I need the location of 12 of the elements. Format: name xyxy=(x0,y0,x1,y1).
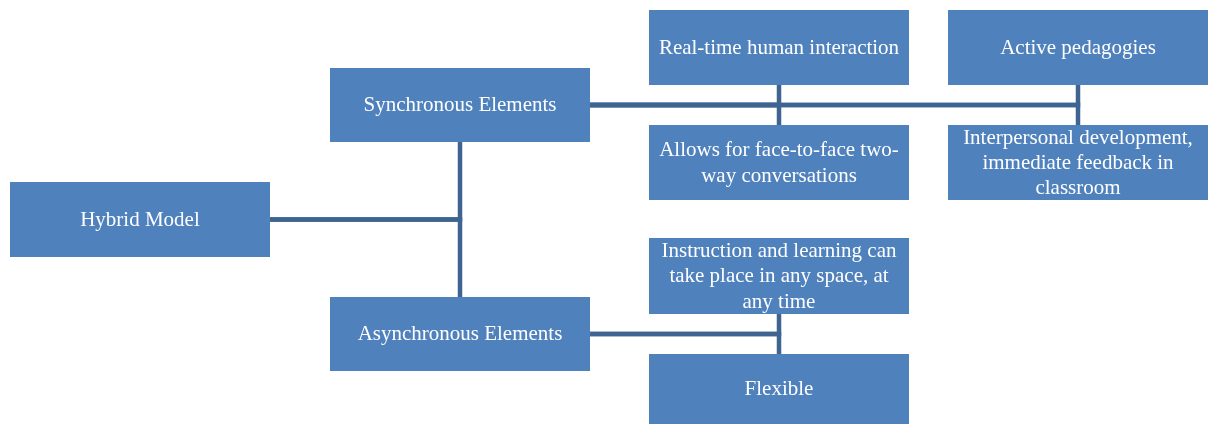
text-box: Flexible xyxy=(649,354,909,424)
connector-line xyxy=(270,217,463,297)
text-box: Synchronous Elements xyxy=(330,68,590,142)
text-box: Allows for face-to-face two-way conversations xyxy=(649,125,909,200)
text-box: Instruction and learning can take place in any space, at any time xyxy=(649,238,909,314)
text-box: Active pedagogies xyxy=(948,10,1208,85)
text-box: Hybrid Model xyxy=(10,182,270,257)
text-box: Interpersonal development, immediate feedback in classroom xyxy=(948,125,1208,200)
connector-line xyxy=(590,102,1081,125)
connector-line xyxy=(590,331,782,354)
text-box: Asynchronous Elements xyxy=(330,297,590,371)
text-box: Real-time human interaction xyxy=(649,10,909,85)
